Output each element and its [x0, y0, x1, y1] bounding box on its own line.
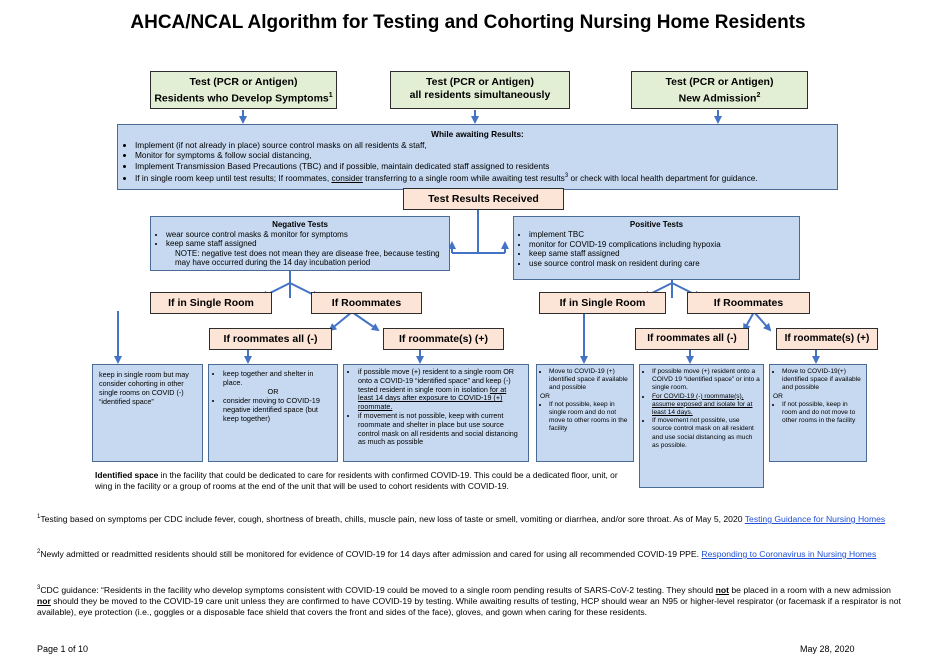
awaiting-item: If in single room keep until test result… [135, 171, 829, 183]
positive-item: keep same staff assigned [529, 249, 793, 259]
footnote-3: 3CDC guidance: “Residents in the facilit… [37, 584, 901, 617]
positive-tests-box: Positive Tests implement TBC monitor for… [513, 216, 800, 280]
awaiting-item: Monitor for symptoms & follow social dis… [135, 150, 829, 161]
detail-item: Move to COVID-19(+) identified space if … [782, 368, 863, 393]
test-all-line1: Test (PCR or Antigen) [426, 76, 534, 88]
neg-all-negative-label: If roommates all (-) [209, 328, 332, 350]
neg-single-room-detail: keep in single room but may consider coh… [92, 364, 203, 462]
document-date: May 28, 2020 [800, 644, 855, 654]
test-symptoms-box: Test (PCR or Antigen) Residents who Deve… [150, 71, 337, 109]
negative-item: wear source control masks & monitor for … [166, 230, 443, 240]
positive-item: implement TBC [529, 230, 793, 240]
detail-item: consider moving to COVID-19 negative ide… [223, 396, 332, 423]
detail-or: OR [540, 392, 550, 400]
footnote-2: 2Newly admitted or readmitted residents … [37, 548, 877, 559]
awaiting-list: Implement (if not already in place) sour… [126, 140, 829, 184]
test-symptoms-line2: Residents who Develop Symptoms1 [154, 92, 333, 105]
negative-list: wear source control masks & monitor for … [157, 230, 443, 249]
identified-space-note: Identified space in the facility that co… [95, 470, 618, 491]
test-all-residents-box: Test (PCR or Antigen) all residents simu… [390, 71, 570, 109]
positive-item: use source control mask on resident duri… [529, 259, 793, 269]
detail-or: OR [267, 387, 279, 396]
detail-item: If not possible, keep in single room and… [549, 401, 630, 434]
testing-guidance-link[interactable]: Testing Guidance for Nursing Homes [744, 513, 886, 524]
positive-heading: Positive Tests [629, 220, 684, 229]
awaiting-item: Implement (if not already in place) sour… [135, 140, 829, 151]
detail-item: If not possible, keep in room and do not… [782, 401, 863, 426]
detail-item: For COVID-19 (-) roommate(s), assume exp… [652, 393, 760, 418]
detail-item: if possible move (+) resident to a singl… [358, 367, 523, 412]
footnote-1: 1Testing based on symptoms per CDC inclu… [37, 513, 886, 524]
negative-heading: Negative Tests [272, 220, 328, 229]
positive-item: monitor for COVID-19 complications inclu… [529, 240, 793, 250]
neg-some-positive-label: If roommate(s) (+) [383, 328, 504, 350]
test-admission-line1: Test (PCR or Antigen) [665, 76, 774, 88]
positive-list: implement TBC monitor for COVID-19 compl… [520, 230, 793, 269]
detail-item: If possible move (+) resident onto a COI… [652, 368, 760, 393]
detail-or: OR [773, 392, 783, 400]
page-title: AHCA/NCAL Algorithm for Testing and Coho… [130, 12, 806, 33]
pos-roommates-label: If Roommates [687, 292, 810, 314]
neg-all-negative-detail: keep together and shelter in place. OR c… [208, 364, 338, 462]
page-number: Page 1 of 10 [37, 644, 89, 654]
test-results-received: Test Results Received [403, 188, 564, 210]
pos-all-negative-detail: If possible move (+) resident onto a COI… [639, 364, 764, 488]
neg-some-positive-detail: if possible move (+) resident to a singl… [343, 364, 529, 462]
awaiting-item: Implement Transmission Based Precautions… [135, 161, 829, 172]
negative-note: NOTE: negative test does not mean they a… [175, 248, 440, 268]
awaiting-results-box: While awaiting Results: Implement (if no… [117, 124, 838, 190]
neg-roommates-label: If Roommates [311, 292, 422, 314]
pos-single-room-detail: Move to COVID-19 (+) identified space if… [536, 364, 634, 462]
negative-tests-box: Negative Tests wear source control masks… [150, 216, 450, 271]
neg-single-room-label: If in Single Room [150, 292, 272, 314]
test-symptoms-line1: Test (PCR or Antigen) [189, 76, 298, 88]
detail-item: keep together and shelter in place. [223, 369, 332, 387]
detail-item: Move to COVID-19 (+) identified space if… [549, 368, 630, 393]
detail-item: If movement not possible, use source con… [652, 417, 760, 450]
test-all-line2: all residents simultaneously [409, 89, 551, 101]
pos-single-room-label: If in Single Room [539, 292, 666, 314]
test-admission-line2: New Admission2 [678, 92, 761, 105]
negative-item: keep same staff assigned [166, 239, 443, 249]
test-new-admission-box: Test (PCR or Antigen) New Admission2 [631, 71, 808, 109]
awaiting-heading: While awaiting Results: [431, 129, 524, 139]
detail-item: if movement is not possible, keep with c… [358, 411, 523, 447]
responding-coronavirus-link[interactable]: Responding to Coronavirus in Nursing Hom… [701, 548, 877, 559]
pos-some-positive-label: If roommate(s) (+) [776, 328, 878, 350]
pos-some-positive-detail: Move to COVID-19(+) identified space if … [769, 364, 867, 462]
pos-all-negative-label: If roommates all (-) [635, 328, 749, 350]
